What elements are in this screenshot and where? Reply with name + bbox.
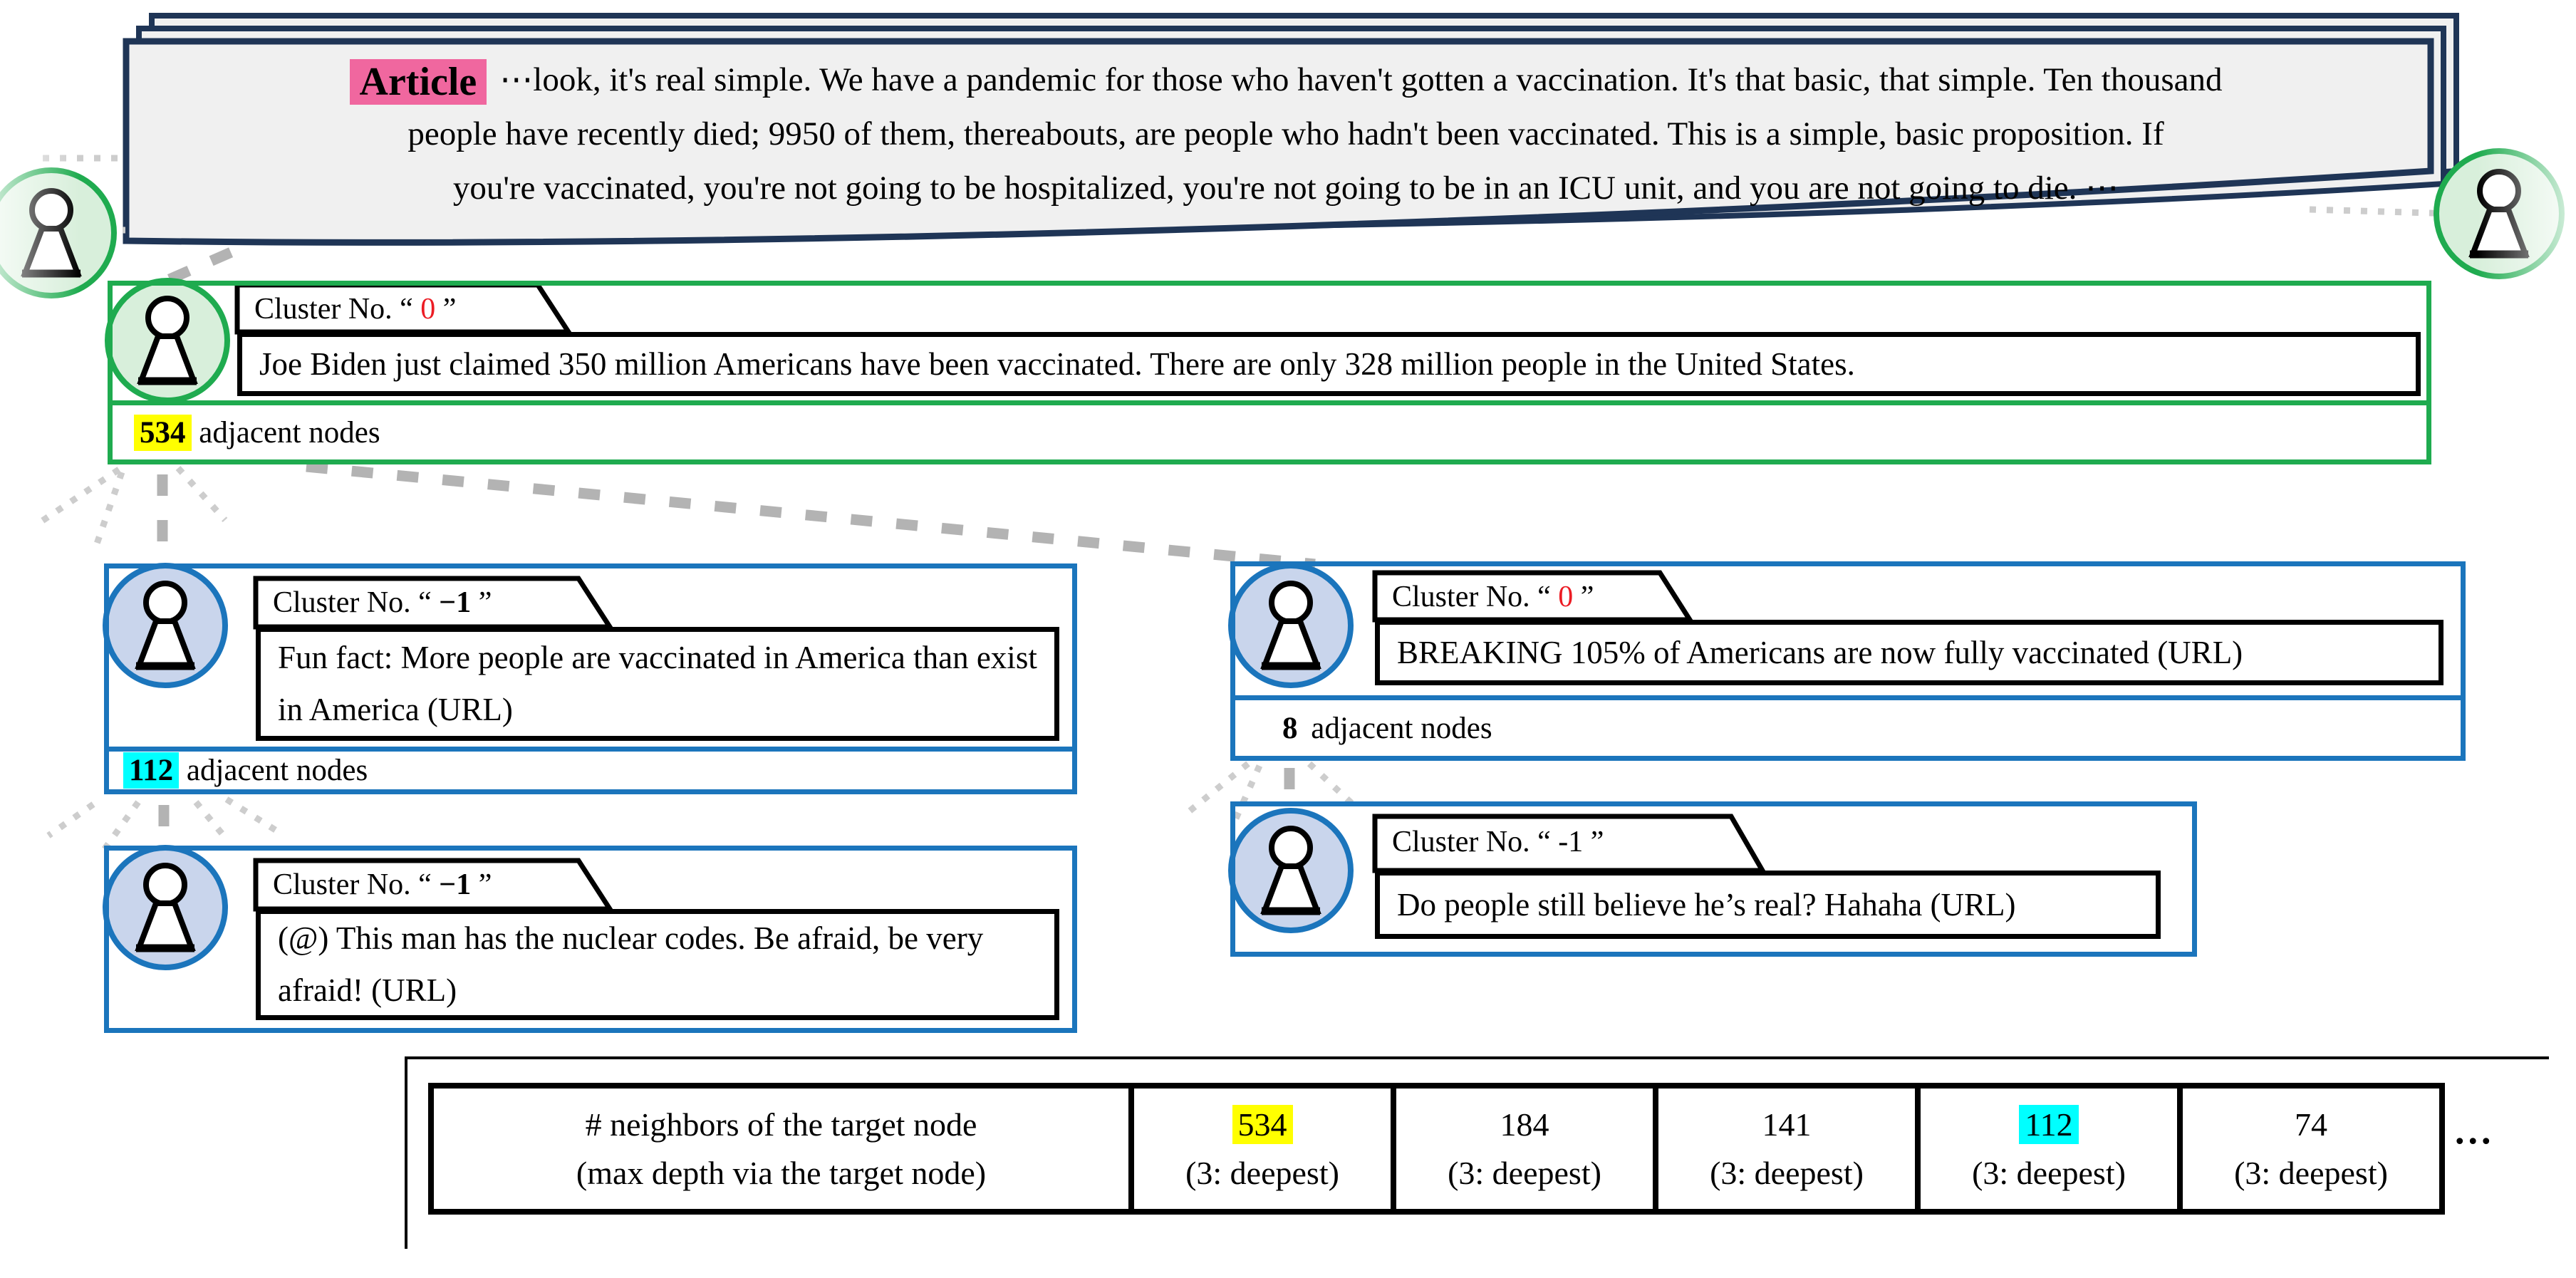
cluster-number: -1 xyxy=(1558,826,1584,858)
node-card-right1: 8 adjacent nodes xyxy=(1230,561,2466,761)
edge-target-right xyxy=(306,461,1316,570)
peripheral-user-icon-right xyxy=(2434,135,2576,292)
table-frame-left xyxy=(405,1056,407,1249)
cluster-number: 0 xyxy=(420,293,436,326)
article-line-2: people have recently died; 9950 of them,… xyxy=(407,115,2164,152)
connector-lines xyxy=(157,241,1316,845)
cluster-tab-right1: Cluster No. “ 0 ” xyxy=(1392,581,1594,613)
adjacent-count-badge: 8 xyxy=(1282,711,1298,745)
edge-article-target xyxy=(167,241,249,284)
cluster-number: −1 xyxy=(439,586,472,619)
tweet-box-right1: BREAKING 105% of Americans are now fully… xyxy=(1375,620,2443,685)
article-text: Article⋯look, it's real simple. We have … xyxy=(178,53,2394,215)
node-card-left2 xyxy=(104,846,1077,1033)
article-label: Article xyxy=(349,59,487,105)
article-line-3: you're vaccinated, you're not going to b… xyxy=(452,170,2119,207)
table-cell: 184 (3: deepest) xyxy=(1391,1089,1653,1209)
tweet-box-left2: (@) This man has the nuclear codes. Be a… xyxy=(256,909,1059,1020)
cluster-tab-right2: Cluster No. “ -1 ” xyxy=(1392,826,1604,858)
table-value-highlighted: 112 xyxy=(2019,1104,2079,1144)
adjacent-count-badge: 534 xyxy=(134,414,192,451)
table-cell: 141 (3: deepest) xyxy=(1653,1089,1915,1209)
target-node-card: 534 adjacent nodes xyxy=(108,281,2431,464)
left1-adjacent-row: 112 adjacent nodes xyxy=(109,747,1072,789)
cluster-tabs xyxy=(234,282,1767,912)
table-cell: 534 (3: deepest) xyxy=(1128,1089,1391,1209)
article-box xyxy=(123,38,2434,246)
table-ellipsis: ... xyxy=(2455,1109,2495,1152)
cluster-tab-left2: Cluster No. “ −1 ” xyxy=(273,868,492,901)
cluster-tab-left1: Cluster No. “ −1 ” xyxy=(273,586,492,619)
table-cell: 74 (3: deepest) xyxy=(2177,1089,2439,1209)
neighbors-table: # neighbors of the target node (max dept… xyxy=(428,1083,2445,1215)
node-card-left1: 112 adjacent nodes xyxy=(104,563,1077,794)
tweet-box-target: Joe Biden just claimed 350 million Ameri… xyxy=(237,332,2421,396)
article-page-stack xyxy=(123,13,2459,246)
table-value-highlighted: 534 xyxy=(1232,1104,1293,1144)
right1-adjacent-row: 8 adjacent nodes xyxy=(1235,695,2461,756)
peripheral-user-icon-left xyxy=(0,155,117,311)
tweet-box-right2: Do people still believe he’s real? Hahah… xyxy=(1375,871,2161,939)
cluster-number: −1 xyxy=(439,868,472,901)
table-header-cell: # neighbors of the target node (max dept… xyxy=(576,1106,987,1191)
cluster-tab-target: Cluster No. “ 0 ” xyxy=(254,293,457,326)
table-cell: 112 (3: deepest) xyxy=(1915,1089,2177,1209)
tweet-box-left1: Fun fact: More people are vaccinated in … xyxy=(256,627,1059,741)
target-adjacent-row: 534 adjacent nodes xyxy=(113,400,2426,459)
table-frame-top xyxy=(405,1056,2549,1059)
adjacent-count-badge: 112 xyxy=(123,752,180,789)
cluster-number: 0 xyxy=(1558,581,1574,613)
node-card-right2 xyxy=(1230,801,2197,957)
article-line-1: Article⋯look, it's real simple. We have … xyxy=(178,53,2394,107)
